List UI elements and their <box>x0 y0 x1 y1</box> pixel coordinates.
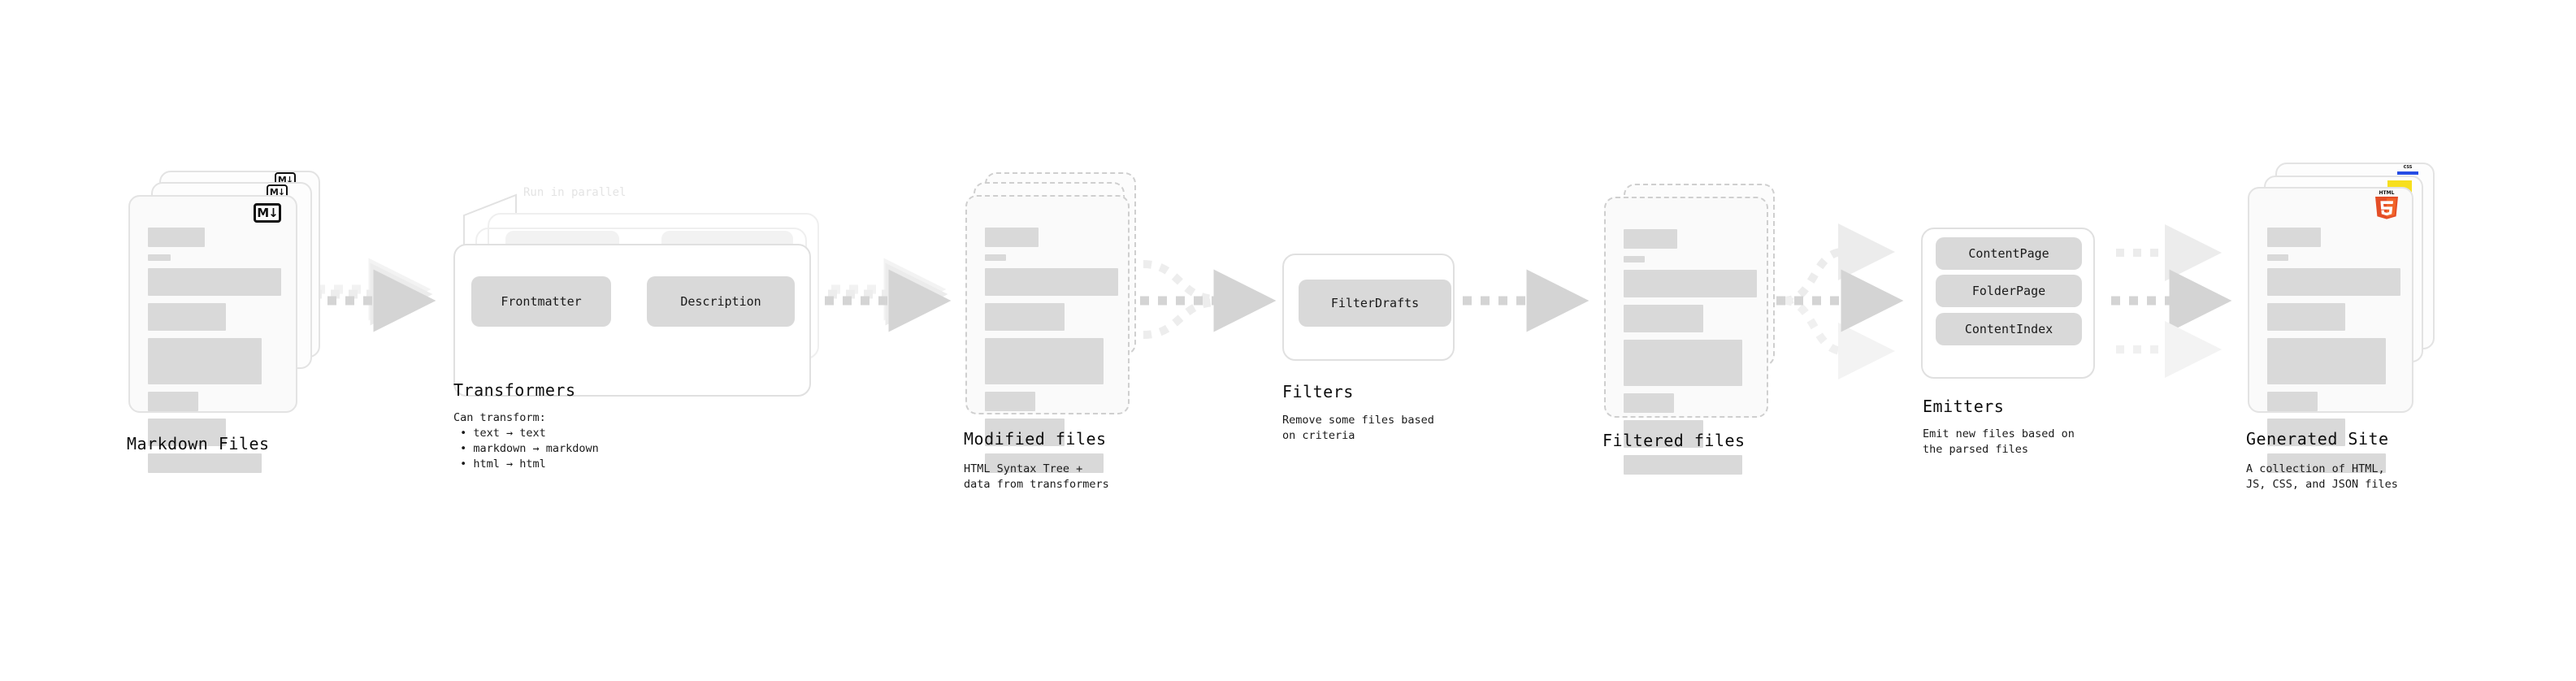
css-badge-text: CSS <box>2403 165 2413 170</box>
arrow-filtered-to-emitters <box>1776 223 1904 380</box>
emitters-chip-contentpage[interactable]: ContentPage <box>1936 237 2082 270</box>
run-in-parallel-label: Run in parallel <box>523 186 627 199</box>
filtered-card-front <box>1604 197 1768 475</box>
stage-subtitle-emitters: Emit new files based on the parsed files <box>1923 427 2075 456</box>
stage-title-markdown-files: Markdown Files <box>127 434 270 453</box>
stage-subtitle-modified-files: HTML Syntax Tree + data from transformer… <box>964 462 1109 491</box>
stage-subtitle-generated-site: A collection of HTML, JS, CSS, and JSON … <box>2246 462 2398 491</box>
stage-title-filters: Filters <box>1282 382 1354 401</box>
stage-title-filtered-files: Filtered files <box>1602 431 1746 450</box>
arrow-emitters-to-site <box>2111 224 2232 378</box>
svg-text:HTML: HTML <box>2379 190 2395 196</box>
html5-badge: HTML <box>2373 189 2400 221</box>
stage-title-emitters: Emitters <box>1923 397 2005 416</box>
emitters-chip-contentindex[interactable]: ContentIndex <box>1936 313 2082 345</box>
css-badge-bar <box>2397 171 2418 175</box>
markdown-card-front <box>128 195 297 473</box>
filters-chip-filterdrafts[interactable]: FilterDrafts <box>1299 280 1451 327</box>
stage-title-transformers: Transformers <box>453 380 576 400</box>
transformers-chip-description[interactable]: Description <box>647 276 795 327</box>
site-placeholder-lines <box>2267 228 2400 480</box>
modified-card-front <box>965 195 1130 473</box>
emitters-chip-folderpage[interactable]: FolderPage <box>1936 275 2082 307</box>
css-badge: CSS <box>2397 165 2418 175</box>
filtered-placeholder-lines <box>1624 229 1757 482</box>
stage-subtitle-transformers: Can transform: • text → text • markdown … <box>453 411 599 471</box>
markdown-placeholder-lines <box>148 228 281 480</box>
stage-subtitle-filters: Remove some files based on criteria <box>1282 414 1434 442</box>
modified-placeholder-lines <box>985 228 1118 480</box>
transformers-chip-frontmatter[interactable]: Frontmatter <box>471 276 611 327</box>
stage-title-modified-files: Modified files <box>964 429 1107 449</box>
site-card-front <box>2248 187 2413 473</box>
arrow-transformers-to-modified <box>825 258 952 332</box>
stage-title-generated-site: Generated Site <box>2246 429 2389 449</box>
arrow-modified-to-filters <box>1140 260 1277 339</box>
markdown-badge-front: M↓ <box>254 203 281 223</box>
